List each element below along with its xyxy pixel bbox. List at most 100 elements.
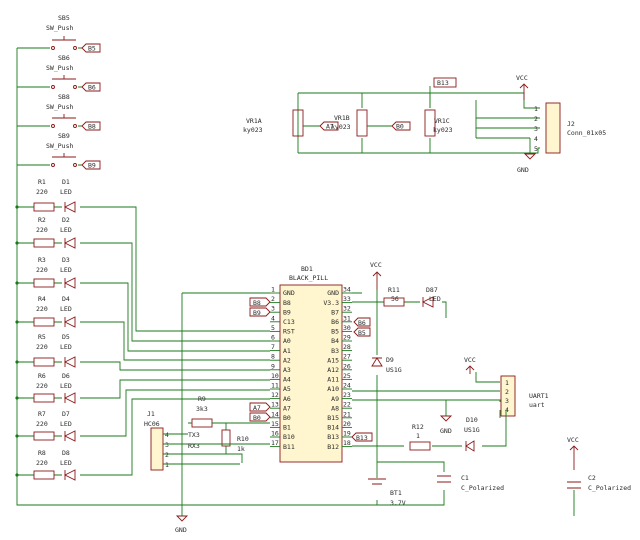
led-row-8: R8 220 D8 LED — [15, 398, 270, 481]
svg-text:D87: D87 — [426, 286, 438, 294]
bd1-pin-name: A9 — [331, 395, 339, 403]
bd1-pin-name: B1 — [283, 424, 291, 432]
bd1-pin-number: 14 — [271, 410, 279, 418]
diode-d10 — [465, 440, 475, 452]
net-label: B6 — [88, 84, 96, 92]
svg-text:220: 220 — [36, 305, 48, 313]
svg-text:ky023: ky023 — [243, 126, 263, 134]
svg-text:LED: LED — [60, 188, 72, 196]
svg-text:J1: J1 — [147, 410, 155, 418]
switch-ref: SB6 — [58, 54, 70, 62]
svg-text:R10: R10 — [237, 435, 249, 443]
bd1-pin-number: 2 — [271, 295, 275, 303]
bd1-pin-number: 27 — [343, 353, 351, 361]
bd1-pin-name: B3 — [331, 347, 339, 355]
svg-text:LED: LED — [60, 226, 72, 234]
pot-vr1c — [424, 109, 436, 137]
svg-text:D7: D7 — [62, 410, 70, 418]
svg-text:R9: R9 — [198, 395, 206, 403]
bd1-pin-number: 21 — [343, 410, 351, 418]
svg-text:1: 1 — [534, 105, 538, 113]
svg-text:220: 220 — [36, 266, 48, 274]
svg-text:B13: B13 — [356, 434, 368, 442]
resistor-r12 — [409, 441, 431, 451]
switch-symbol — [52, 36, 76, 41]
svg-text:2: 2 — [534, 115, 538, 123]
svg-text:BLACK_PILL: BLACK_PILL — [289, 274, 328, 282]
svg-text:R3: R3 — [38, 256, 46, 264]
svg-text:UART1: UART1 — [529, 392, 549, 400]
bd1-pin-name: B14 — [327, 424, 339, 432]
svg-text:R7: R7 — [38, 410, 46, 418]
svg-text:D5: D5 — [62, 333, 70, 341]
svg-text:4: 4 — [165, 431, 169, 439]
svg-text:GND: GND — [175, 526, 187, 534]
bd1-pin-number: 4 — [271, 314, 275, 322]
diode-d9 — [371, 357, 383, 367]
svg-text:LED: LED — [60, 343, 72, 351]
svg-text:VCC: VCC — [370, 261, 382, 269]
svg-text:RX3: RX3 — [188, 442, 200, 450]
svg-text:B9: B9 — [253, 309, 261, 317]
bd1-pin-number: 32 — [343, 305, 351, 313]
svg-text:D9: D9 — [386, 356, 394, 364]
svg-text:GND: GND — [517, 166, 529, 174]
svg-text:R11: R11 — [388, 286, 400, 294]
bd1-pin-number: 1 — [271, 286, 275, 294]
svg-text:BD1: BD1 — [301, 265, 313, 273]
switch-ref: SB9 — [58, 132, 70, 140]
svg-text:220: 220 — [36, 420, 48, 428]
switch-ref: SB5 — [58, 14, 70, 22]
bd1-pin-name: B7 — [331, 308, 339, 316]
svg-text:R6: R6 — [38, 372, 46, 380]
svg-text:D2: D2 — [62, 216, 70, 224]
svg-text:3.7V: 3.7V — [390, 499, 406, 507]
bd1-pin-name: B13 — [327, 433, 339, 441]
svg-text:VCC: VCC — [464, 356, 476, 364]
net-label: B5 — [88, 45, 96, 53]
bd1-pin-name: A0 — [283, 337, 291, 345]
svg-text:B8: B8 — [253, 299, 261, 307]
svg-text:VCC: VCC — [516, 74, 528, 82]
svg-text:A7: A7 — [326, 123, 334, 131]
svg-text:B0: B0 — [396, 123, 404, 131]
svg-text:R8: R8 — [38, 449, 46, 457]
bd1-body — [279, 284, 343, 463]
svg-text:220: 220 — [36, 188, 48, 196]
svg-text:LED: LED — [60, 420, 72, 428]
led-row-2: R2 220 D2 LED — [15, 216, 270, 342]
svg-text:D1: D1 — [62, 178, 70, 186]
led-rows: R1 220 D1 LED R2 220 D2 LED R3 220 D3 LE… — [15, 178, 270, 481]
svg-text:1: 1 — [416, 432, 420, 440]
svg-text:ky023: ky023 — [331, 123, 351, 131]
bd1-pin-number: 15 — [271, 420, 279, 428]
bd1-pin-name: GND — [283, 289, 295, 297]
led-row-6: R6 220 D6 LED — [15, 372, 270, 404]
svg-text:HC06: HC06 — [144, 420, 160, 428]
bd1-pin-name: B10 — [283, 433, 295, 441]
resistor-r11 — [383, 297, 405, 307]
net-label-flag — [81, 43, 101, 53]
svg-text:ky023: ky023 — [433, 126, 453, 134]
svg-text:D6: D6 — [62, 372, 70, 380]
svg-text:LED: LED — [60, 382, 72, 390]
svg-text:220: 220 — [36, 343, 48, 351]
bd1-pin-number: 29 — [343, 334, 351, 342]
svg-text:VCC: VCC — [567, 436, 579, 444]
bd1-pin-name: A4 — [283, 376, 291, 384]
pot-vr1a — [292, 109, 304, 137]
led-row-3: R3 220 D3 LED — [15, 256, 270, 352]
bd1-pin-number: 22 — [343, 401, 351, 409]
svg-text:2: 2 — [165, 451, 169, 459]
svg-text:3: 3 — [165, 441, 169, 449]
bd1-pin-name: B4 — [331, 337, 339, 345]
led-row-7: R7 220 D7 LED — [15, 389, 270, 442]
net-label: B9 — [88, 162, 96, 170]
bd1-pin-name: A8 — [331, 404, 339, 412]
bd1-pin-number: 8 — [271, 353, 275, 361]
bd1-pin-name: A5 — [283, 385, 291, 393]
svg-text:1: 1 — [505, 379, 509, 387]
led-row-5: R5 220 D5 LED — [15, 333, 270, 371]
resistor-symbol — [33, 202, 55, 212]
